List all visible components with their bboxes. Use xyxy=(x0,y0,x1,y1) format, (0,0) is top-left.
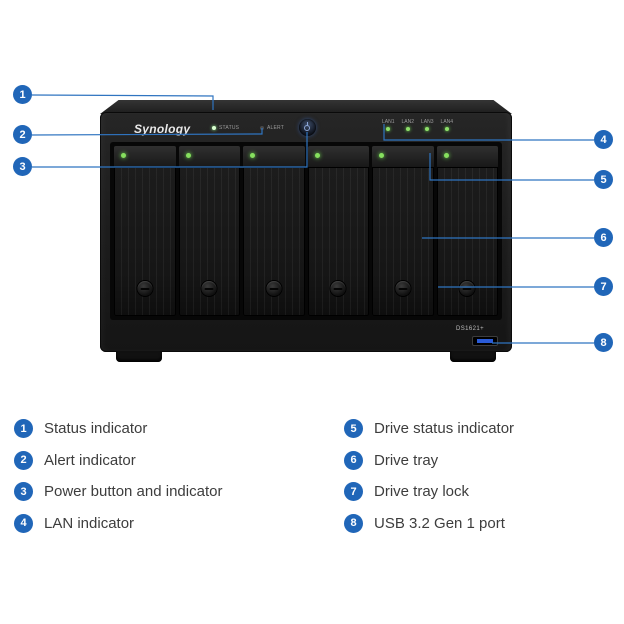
legend-badge: 8 xyxy=(344,513,363,533)
alert-led xyxy=(260,126,264,130)
callout-marker-7: 7 xyxy=(594,277,613,296)
keyhole xyxy=(140,287,150,290)
drive-status-led xyxy=(185,153,191,158)
alert-led-label: ALERT xyxy=(267,125,285,131)
lan-label: LAN2 xyxy=(401,119,415,125)
lan-led-dot xyxy=(405,127,410,131)
legend-label: Drive tray xyxy=(374,451,439,469)
legend-badge: 5 xyxy=(344,419,363,438)
drive-tray xyxy=(307,146,369,316)
brand-logo: Synology xyxy=(134,122,191,136)
drive-status-led xyxy=(314,153,320,158)
callout-number: 3 xyxy=(19,160,26,173)
lan-led-2: LAN2 xyxy=(401,119,415,131)
drive-status-led xyxy=(379,153,384,158)
drive-tray-lock xyxy=(201,281,217,296)
keyhole xyxy=(204,287,214,290)
lan-label: LAN1 xyxy=(382,119,395,125)
legend-badge: 3 xyxy=(14,482,33,501)
legend-row-lan-indicator: 4 LAN indicator xyxy=(14,513,222,533)
power-icon-stick xyxy=(307,122,308,126)
legend-label: Power button and indicator xyxy=(44,483,223,500)
legend-label: LAN indicator xyxy=(44,514,135,532)
callout-marker-5: 5 xyxy=(594,170,613,189)
lan-label: LAN4 xyxy=(440,119,454,125)
lan-led-dot xyxy=(386,127,391,131)
usb-port-tongue xyxy=(477,339,493,343)
legend-label: USB 3.2 Gen 1 port xyxy=(374,514,505,532)
callout-number: 7 xyxy=(600,280,607,293)
legend-label: Drive status indicator xyxy=(374,420,515,437)
tray-latch xyxy=(307,146,369,168)
legend-row-drive-tray: 6 Drive tray xyxy=(344,450,514,470)
legend-row-usb-port: 8 USB 3.2 Gen 1 port xyxy=(344,513,514,533)
legend-badge: 6 xyxy=(344,450,363,470)
usb-port xyxy=(472,336,498,346)
keyhole xyxy=(398,287,408,290)
lan-led-4: LAN4 xyxy=(440,119,454,131)
callout-marker-8: 8 xyxy=(594,333,613,352)
front-panel: Synology STATUS ALERT LAN1 LAN2 xyxy=(106,116,506,142)
callout-number: 6 xyxy=(600,231,607,244)
legend-row-alert-indicator: 2 Alert indicator xyxy=(14,450,222,470)
keyhole xyxy=(333,287,343,290)
lan-led-dot xyxy=(444,127,449,131)
legend-badge: 4 xyxy=(14,513,33,533)
legend-label: Status indicator xyxy=(44,420,148,437)
legend-row-drive-tray-lock: 7 Drive tray lock xyxy=(344,482,514,501)
drive-tray-lock xyxy=(395,281,411,296)
legend-row-power-button: 3 Power button and indicator xyxy=(14,482,222,501)
lan-led-dot xyxy=(425,127,430,131)
device-foot xyxy=(116,351,162,362)
status-led-label: STATUS xyxy=(219,125,240,131)
lan-led-group: LAN1 LAN2 LAN3 LAN4 xyxy=(382,119,453,131)
legend-row-status-indicator: 1 Status indicator xyxy=(14,419,222,438)
drive-tray xyxy=(372,146,434,316)
power-button xyxy=(299,119,316,136)
model-label: DS1621+ xyxy=(456,326,484,332)
callout-number: 2 xyxy=(19,128,26,141)
drive-tray-lock xyxy=(137,281,153,296)
callout-number: 1 xyxy=(19,88,26,101)
callout-marker-4: 4 xyxy=(594,130,613,149)
drive-tray-lock xyxy=(459,281,475,296)
callout-number: 5 xyxy=(600,173,607,186)
keyhole xyxy=(269,287,279,290)
lan-label: LAN3 xyxy=(421,119,434,125)
callout-marker-3: 3 xyxy=(13,157,32,176)
drive-tray xyxy=(178,146,240,316)
lan-led-1: LAN1 xyxy=(382,119,395,131)
callout-number: 8 xyxy=(600,336,607,349)
legend-row-drive-status-indicator: 5 Drive status indicator xyxy=(344,419,514,438)
callout-marker-6: 6 xyxy=(594,228,613,247)
callout-marker-1: 1 xyxy=(13,85,32,104)
drive-tray-lock xyxy=(330,281,346,296)
drive-bay-area xyxy=(110,142,502,320)
legend-label: Alert indicator xyxy=(44,451,136,469)
drive-tray xyxy=(114,146,176,316)
legend-left-column: 1 Status indicator 2 Alert indicator 3 P… xyxy=(14,419,222,533)
legend-label: Drive tray lock xyxy=(374,483,470,500)
legend-badge: 1 xyxy=(14,419,33,438)
drive-status-led xyxy=(121,153,126,158)
callout-number: 4 xyxy=(600,133,607,146)
device-front-face: Synology STATUS ALERT LAN1 LAN2 xyxy=(100,112,512,352)
drive-tray xyxy=(243,146,305,316)
drive-tray xyxy=(436,146,498,316)
lan-led-3: LAN3 xyxy=(421,119,434,131)
callout-marker-2: 2 xyxy=(13,125,32,144)
legend-badge: 7 xyxy=(344,482,363,501)
device-foot xyxy=(450,351,496,362)
drive-status-led xyxy=(250,153,255,158)
drive-tray-lock xyxy=(266,281,282,296)
drive-status-led xyxy=(443,153,449,158)
status-led xyxy=(212,126,216,130)
keyhole xyxy=(462,287,472,290)
nas-device: Synology STATUS ALERT LAN1 LAN2 xyxy=(100,100,512,362)
tray-latch xyxy=(372,146,434,168)
legend-badge: 2 xyxy=(14,450,33,470)
legend-right-column: 5 Drive status indicator 6 Drive tray 7 … xyxy=(344,419,514,533)
